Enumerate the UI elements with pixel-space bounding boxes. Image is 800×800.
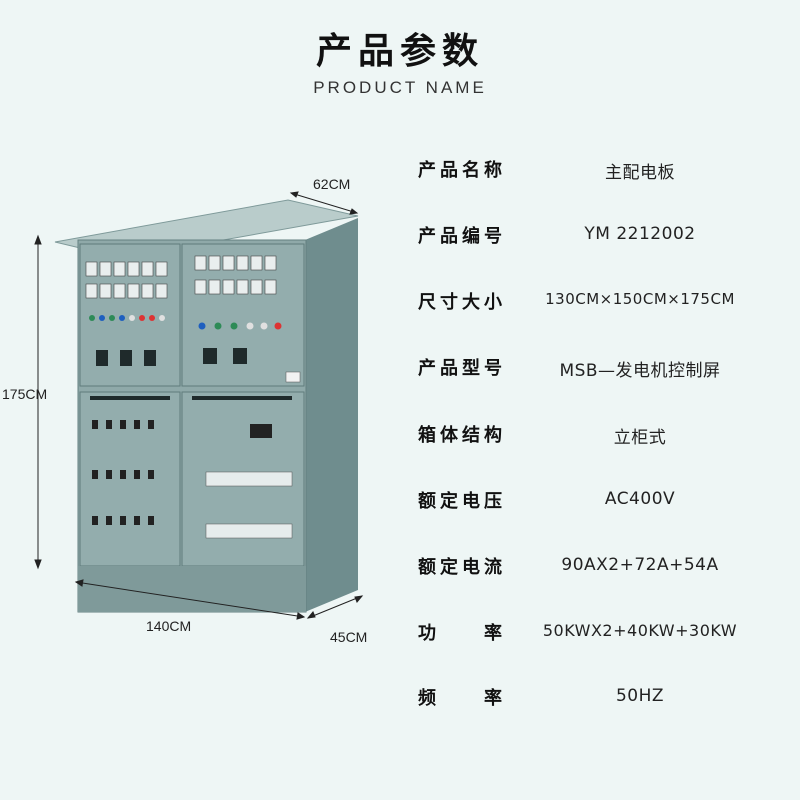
nameplate (285, 371, 301, 383)
spec-value: 50KWX2+40KW+30KW (542, 621, 738, 640)
dimension-height: 175CM (2, 386, 48, 402)
terminal-strip-1 (205, 471, 293, 487)
spec-label: 产品编号 (418, 226, 502, 247)
page-subtitle: PRODUCT NAME (313, 78, 487, 97)
meter-group-right (194, 255, 277, 295)
spec-row-name: 产品名称 主配电板 (400, 148, 800, 188)
dimension-depth-bottom: 45CM (330, 629, 368, 645)
cabinet-base (78, 566, 306, 612)
cabinet-side (305, 218, 358, 612)
page-title: 产品参数 (315, 31, 484, 72)
dimension-width: 140CM (146, 618, 192, 634)
spec-label: 额定电流 (418, 557, 502, 578)
spec-label: 功率 (418, 623, 502, 644)
spec-value: AC400V (604, 489, 676, 509)
spec-row-current: 额定电流 90AX2+72A+54A (400, 545, 800, 585)
spec-value: 立柜式 (613, 428, 667, 448)
spec-value: 90AX2+72A+54A (561, 555, 719, 575)
spec-value: 主配电板 (605, 163, 675, 183)
dimension-lines (34, 191, 364, 620)
door-handles (90, 396, 292, 400)
spec-row-model: 产品型号 MSB—发电机控制屏 (400, 346, 800, 386)
spec-row-power: 功率 50KWX2+40KW+30KW (400, 611, 800, 651)
control-switches (96, 348, 247, 366)
spec-value: 130CM×150CM×175CM (545, 290, 735, 308)
spec-value: MSB—发电机控制屏 (559, 361, 721, 381)
indicator-lights (89, 315, 282, 330)
spec-row-size: 尺寸大小 130CM×150CM×175CM (400, 280, 800, 320)
dimension-depth-top: 62CM (313, 176, 351, 192)
spec-row-voltage: 额定电压 AC400V (400, 479, 800, 519)
spec-row-frequency: 频率 50HZ (400, 676, 800, 716)
spec-label: 频率 (418, 688, 502, 709)
breakers-left (92, 420, 154, 525)
spec-row-code: 产品编号 YM 2212002 (400, 214, 800, 254)
terminal-strip-2 (205, 523, 293, 539)
main-breaker (250, 424, 272, 438)
spec-label: 尺寸大小 (418, 292, 502, 313)
spec-label: 产品名称 (418, 160, 502, 181)
spec-label: 额定电压 (418, 491, 502, 512)
meter-group-left (85, 261, 168, 299)
spec-value: YM 2212002 (584, 224, 696, 244)
spec-row-structure: 箱体结构 立柜式 (400, 413, 800, 453)
spec-label: 箱体结构 (418, 425, 502, 446)
spec-label: 产品型号 (418, 358, 502, 379)
spec-value: 50HZ (615, 686, 665, 706)
